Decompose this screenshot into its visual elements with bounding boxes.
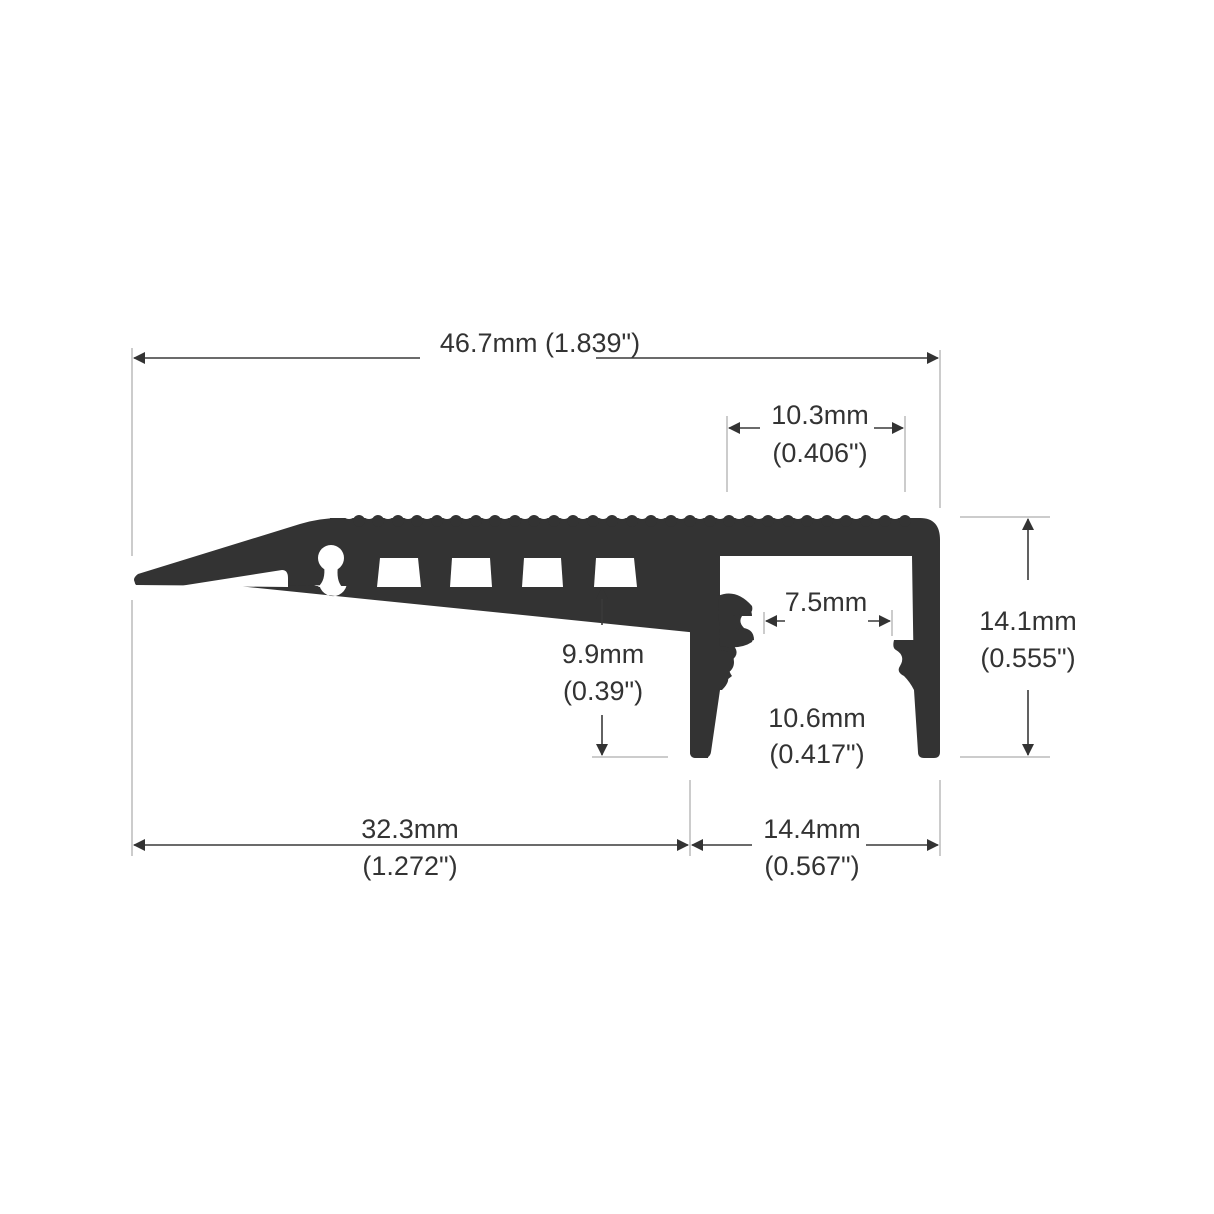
channel-top-width-mm: 10.3mm bbox=[771, 400, 869, 430]
channel-top-width-inch: (0.406") bbox=[772, 438, 867, 468]
dimension-labels: 46.7mm (1.839") 10.3mm (0.406") 14.1mm (… bbox=[361, 328, 1077, 881]
channel-opening-mm: 7.5mm bbox=[785, 587, 868, 617]
channel-inner-width-inch: (0.417") bbox=[769, 739, 864, 769]
channel-outer-width-mm: 14.4mm bbox=[763, 814, 861, 844]
channel-inner-width-mm: 10.6mm bbox=[768, 703, 866, 733]
extrusion-profile-body bbox=[134, 505, 940, 758]
extension-lines bbox=[131, 348, 1050, 856]
leg-height-inch: (0.39") bbox=[563, 676, 643, 706]
overall-height-mm: 14.1mm bbox=[979, 606, 1077, 636]
overall-height-inch: (0.555") bbox=[980, 643, 1075, 673]
dimension-lines bbox=[133, 352, 1034, 851]
ramp-width-inch: (1.272") bbox=[362, 851, 457, 881]
overall-width-label: 46.7mm (1.839") bbox=[440, 328, 640, 358]
leg-height-mm: 9.9mm bbox=[562, 639, 645, 669]
extrusion-profile bbox=[134, 558, 754, 758]
ramp-width-mm: 32.3mm bbox=[361, 814, 459, 844]
channel-outer-width-inch: (0.567") bbox=[764, 851, 859, 881]
